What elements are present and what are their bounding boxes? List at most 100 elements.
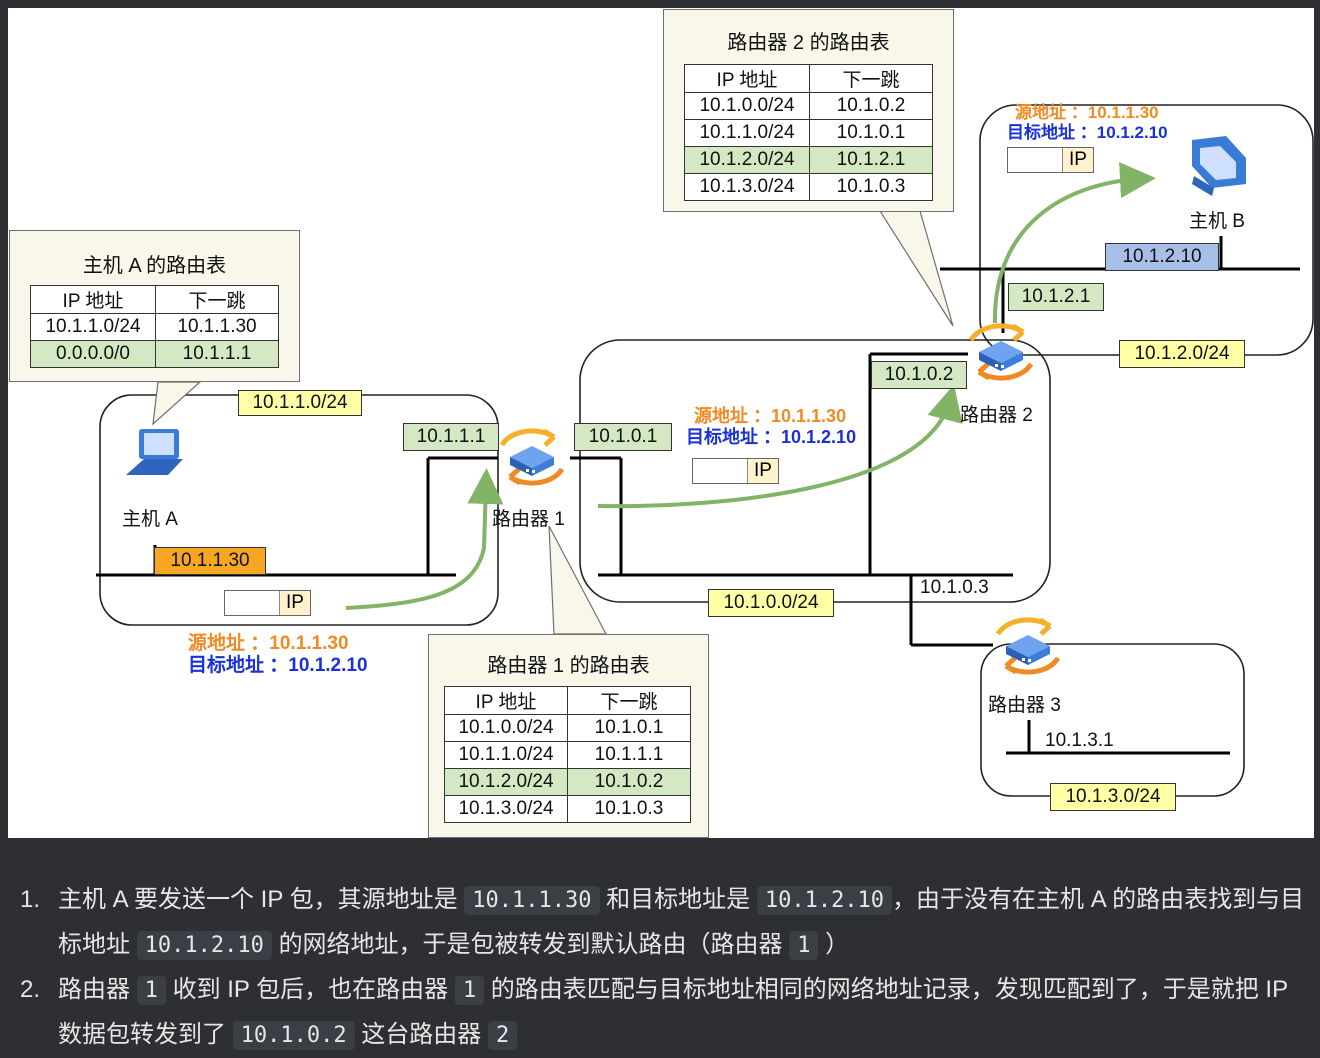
table-cell: 10.1.1.1 xyxy=(567,741,691,769)
network-host-b-boundary xyxy=(979,104,1314,356)
network-label-10-1-1-0: 10.1.1.0/24 xyxy=(238,390,362,416)
destination-address: 目标地址 ：10.1.2.10 xyxy=(686,427,856,448)
list-number: 2. xyxy=(20,976,41,1003)
destination-address-label: 目标地址 ： xyxy=(686,426,782,447)
source-address-label: 源地址 ： xyxy=(1015,103,1088,122)
text-run: 收到 IP 包后，也在路由器 xyxy=(172,976,449,1003)
host-b-ip-tag: 10.1.2.10 xyxy=(1105,243,1219,271)
table-header: IP 地址 xyxy=(684,64,810,93)
inline-code: 10.1.2.10 xyxy=(756,886,893,915)
inline-code: 1 xyxy=(454,976,485,1005)
router2-interface-down: 10.1.0.2 xyxy=(871,361,967,389)
text-run: 主机 A 要发送一个 IP 包，其源地址是 xyxy=(58,886,458,913)
router1-interface-right: 10.1.0.1 xyxy=(574,423,672,451)
table-cell: 10.1.1.0/24 xyxy=(684,119,810,147)
list-number: 1. xyxy=(20,886,41,913)
network-router3-boundary xyxy=(980,643,1245,797)
table-cell: 10.1.0.2 xyxy=(809,92,933,120)
host-a-label: 主机 A xyxy=(122,509,178,530)
text-run: 和目标地址是 xyxy=(606,886,751,913)
text-run: 的网络地址，于是包被转发到默认路由（路由器 xyxy=(278,931,783,958)
host-a-ip-tag: 10.1.1.30 xyxy=(154,547,266,575)
packet-path-arrows xyxy=(345,162,1156,610)
packet-payload xyxy=(693,459,748,483)
destination-address-label: 目标地址 ： xyxy=(188,654,289,676)
text-run: 路由器 xyxy=(58,976,130,1003)
packet-address-3: 源地址 ：10.1.1.30 目标地址 ：10.1.2.10 xyxy=(1007,103,1168,142)
inline-code: 10.1.0.2 xyxy=(232,1021,355,1050)
table-cell: 10.1.1.0/24 xyxy=(444,741,568,769)
table-cell: 10.1.1.30 xyxy=(155,313,279,341)
packet-payload xyxy=(1008,148,1063,172)
source-address-label: 源地址 ： xyxy=(694,406,772,426)
text-run: ） xyxy=(825,931,850,958)
table-cell: 10.1.0.1 xyxy=(809,119,933,147)
table-cell: 10.1.2.0/24 xyxy=(444,768,568,796)
text-run: 的路由表匹配与目标地址相同的网络地址记录，发现匹配到了，于是就把 IP 数据包转… xyxy=(58,976,1288,1048)
ip-packet-2: IP xyxy=(692,458,779,484)
list-item: 2. 路由器 1 收到 IP 包后，也在路由器 1 的路由表匹配与目标地址相同的… xyxy=(20,968,1315,1058)
router3-interface-down: 10.1.3.1 xyxy=(1045,730,1114,751)
inline-code: 10.1.1.30 xyxy=(464,886,600,915)
list-item-text: 主机 A 要发送一个 IP 包，其源地址是 10.1.1.30 和目标地址是 1… xyxy=(58,878,1315,968)
host-a-table-title: 主机 A 的路由表 xyxy=(82,255,227,277)
table-header: 下一跳 xyxy=(155,285,279,314)
desktop-computer-icon xyxy=(1192,136,1246,196)
network-label-10-1-2-0: 10.1.2.0/24 xyxy=(1119,340,1245,368)
table-cell: 10.1.3.0/24 xyxy=(684,173,810,201)
router1-interface-left: 10.1.1.1 xyxy=(403,423,499,451)
inline-code: 2 xyxy=(487,1021,518,1050)
router2-label: 路由器 2 xyxy=(960,405,1033,426)
table-cell: 10.1.1.0/24 xyxy=(30,313,156,341)
source-address-label: 源地址 ： xyxy=(188,633,270,654)
destination-address: 目标地址 ：10.1.2.10 xyxy=(188,655,368,677)
explanation-list: 1. 主机 A 要发送一个 IP 包，其源地址是 10.1.1.30 和目标地址… xyxy=(20,878,1315,1058)
table-cell: 10.1.0.0/24 xyxy=(444,714,568,742)
router2-interface-up: 10.1.2.1 xyxy=(1008,283,1104,311)
network-label-10-1-0-0: 10.1.0.0/24 xyxy=(708,589,834,617)
table-cell: 10.1.2.0/24 xyxy=(684,146,810,174)
table-cell: 10.1.2.1 xyxy=(809,146,933,174)
table-cell: 10.1.0.1 xyxy=(567,714,691,742)
network-label-10-1-3-0: 10.1.3.0/24 xyxy=(1050,783,1176,811)
router2-table-title: 路由器 2 的路由表 xyxy=(727,32,890,54)
table-header: 下一跳 xyxy=(567,686,691,715)
table-cell: 10.1.3.0/24 xyxy=(444,795,568,823)
source-address: 源地址 ：10.1.1.30 xyxy=(188,633,368,655)
list-item: 1. 主机 A 要发送一个 IP 包，其源地址是 10.1.1.30 和目标地址… xyxy=(20,878,1315,968)
table-header: 下一跳 xyxy=(809,64,933,93)
packet-ip-header: IP xyxy=(748,459,778,483)
packet-address-2: 源地址 ：10.1.1.30 目标地址 ：10.1.2.10 xyxy=(686,406,856,447)
table-cell: 10.1.0.3 xyxy=(567,795,691,823)
table-cell: 10.1.1.1 xyxy=(155,340,279,368)
ip-packet-3: IP xyxy=(1007,147,1094,173)
source-address-value: 10.1.1.30 xyxy=(1087,103,1159,122)
table-header: IP 地址 xyxy=(444,686,568,715)
text-run: ，由于没有在主机 A 的路由表找到与目标地址 xyxy=(58,886,1305,958)
inline-code: 1 xyxy=(136,976,166,1005)
packet-ip-header: IP xyxy=(1063,148,1093,172)
source-address-value: 10.1.1.30 xyxy=(771,406,847,426)
inline-code: 10.1.2.10 xyxy=(136,931,272,960)
destination-address: 目标地址 ：10.1.2.10 xyxy=(1007,123,1168,143)
packet-payload xyxy=(225,591,280,615)
text-run: 这台路由器 xyxy=(361,1021,482,1048)
destination-address-value: 10.1.2.10 xyxy=(1096,122,1168,142)
packet-address-1: 源地址 ：10.1.1.30 目标地址 ：10.1.2.10 xyxy=(188,633,368,677)
list-item-text: 路由器 1 收到 IP 包后，也在路由器 1 的路由表匹配与目标地址相同的网络地… xyxy=(58,968,1315,1058)
source-address: 源地址 ：10.1.1.30 xyxy=(1007,103,1168,123)
source-address-value: 10.1.1.30 xyxy=(269,633,349,654)
